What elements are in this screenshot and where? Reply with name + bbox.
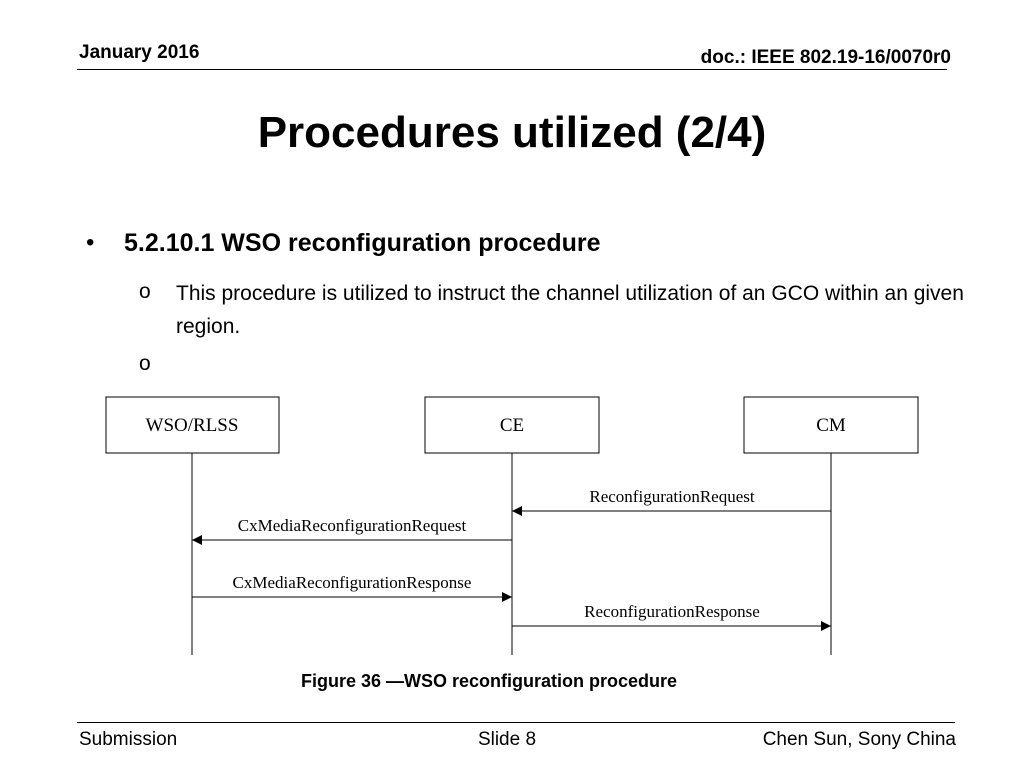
slide-title: Procedures utilized (2/4) bbox=[257, 108, 767, 157]
footer-submission: Submission bbox=[79, 729, 178, 750]
header-divider bbox=[77, 69, 947, 70]
bullet-main: 5.2.10.1 WSO reconfiguration procedure bbox=[124, 229, 601, 257]
header-doc-id: doc.: IEEE 802.19-16/0070r0 bbox=[700, 47, 951, 68]
footer-author: Chen Sun, Sony China bbox=[762, 729, 956, 750]
lifeline-label-wso-rlss: WSO/RLSS bbox=[146, 415, 239, 436]
message-label-cx-media-reconfiguration-request: CxMediaReconfigurationRequest bbox=[238, 516, 467, 535]
lifeline-box-wso-rlss bbox=[105, 396, 280, 454]
sub-bullet-marker-empty: o bbox=[139, 352, 151, 375]
message-label-cx-media-reconfiguration-response: CxMediaReconfigurationResponse bbox=[233, 573, 472, 592]
lifeline-box-ce bbox=[424, 396, 600, 454]
header-date: January 2016 bbox=[79, 42, 200, 63]
sub-bullet-marker: o bbox=[139, 280, 151, 303]
footer-slide-number: Slide 8 bbox=[477, 729, 537, 750]
footer-divider bbox=[77, 722, 955, 723]
lifeline-box-cm bbox=[743, 396, 919, 454]
lifeline-label-cm: CM bbox=[816, 415, 846, 436]
figure-caption: Figure 36 —WSO reconfiguration procedure bbox=[300, 671, 678, 691]
bullet-marker: • bbox=[86, 229, 95, 256]
message-label-reconfiguration-request: ReconfigurationRequest bbox=[589, 487, 755, 506]
lifeline-label-ce: CE bbox=[500, 415, 524, 436]
message-label-reconfiguration-response: ReconfigurationResponse bbox=[584, 602, 760, 621]
sub-bullet-text: This procedure is utilized to instruct t… bbox=[176, 282, 964, 338]
